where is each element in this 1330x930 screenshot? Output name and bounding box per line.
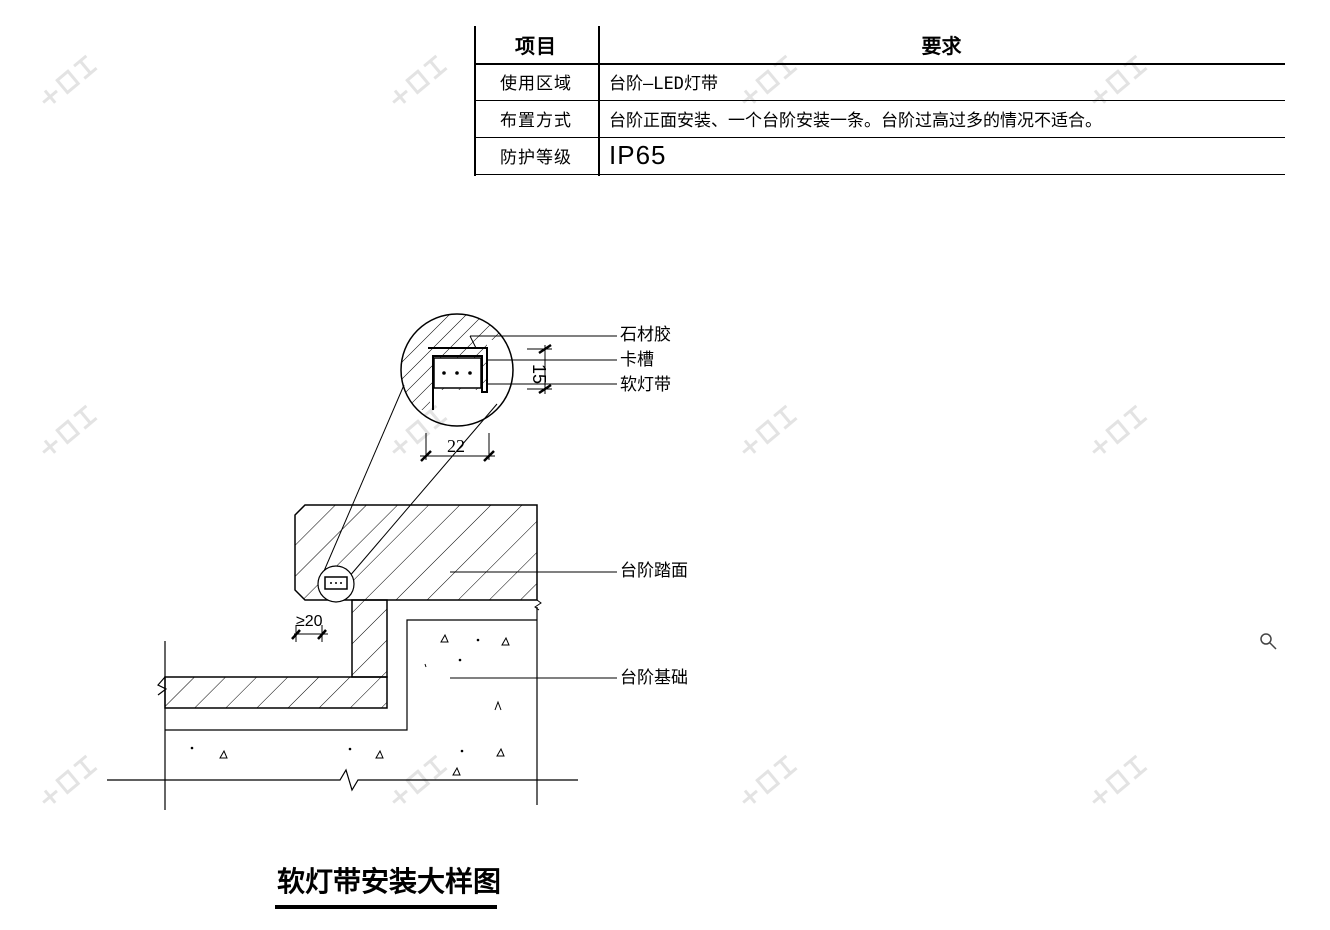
dimension-gap: ≥20 [296,613,323,630]
row-key: 防护等级 [500,148,572,168]
row-key: 布置方式 [500,111,572,131]
label-foundation: 台阶基础 [620,668,688,688]
table-row: 布置方式 台阶正面安装、一个台阶安装一条。台阶过高过多的情况不适合。 [474,100,1285,138]
dimension-height: 15 [529,364,549,385]
row-value: 台阶—LED灯带 [609,74,718,94]
label-slot: 卡槽 [620,350,654,370]
title-underline [275,905,497,909]
row-key: 使用区域 [500,74,572,94]
table-header-row: 项目 要求 [474,26,1285,65]
table-border-left [474,26,476,176]
header-value: 要求 [921,34,962,58]
table-row: 使用区域 台阶—LED灯带 [474,63,1285,101]
label-tread: 台阶踏面 [620,561,688,581]
header-key: 项目 [515,34,557,58]
table-row: 防护等级 IP65 [474,137,1285,175]
watermark-group [42,54,1148,804]
small-detail-marker [317,565,355,603]
label-soft-strip: 软灯带 [620,375,671,395]
dimension-width: 22 [447,436,465,456]
step-foundation [107,607,578,810]
row-value: IP65 [609,140,667,170]
step-tread [294,504,542,611]
drawing-title: 软灯带安装大样图 [277,865,502,898]
magnifier-icon[interactable] [1260,633,1277,650]
detail-circle [400,313,617,462]
table-border-mid [598,26,600,176]
label-stone-glue: 石材胶 [620,325,671,345]
row-value: 台阶正面安装、一个台阶安装一条。台阶过高过多的情况不适合。 [609,111,1102,131]
